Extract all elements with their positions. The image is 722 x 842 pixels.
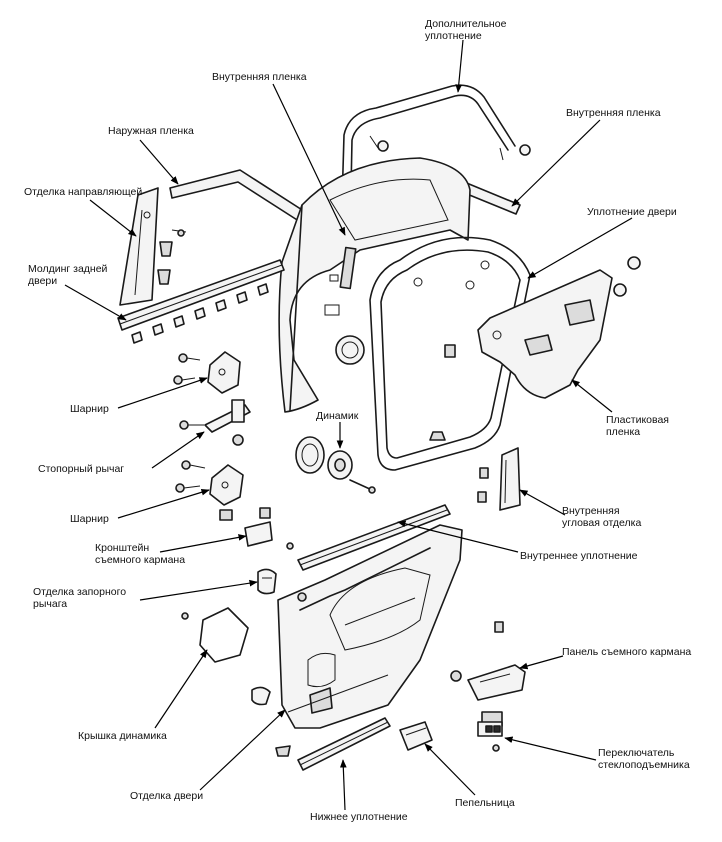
window-switch-part [477,711,503,752]
grommet-icon [613,283,627,297]
label-door-trim: Отделка двери [130,790,203,802]
label-hinge-lower: Шарнир [70,513,109,525]
label-additional-seal-line1: Дополнительное [425,18,507,30]
label-inner-film-top: Внутренняя пленка [212,71,307,83]
bolt-icon [181,460,191,470]
stop-lever-part [179,399,251,446]
lower-seal-part [275,717,391,771]
label-lower-seal: Нижнее уплотнение [310,811,408,823]
screw-icon [368,486,376,494]
label-outer-film: Наружная пленка [108,125,194,137]
door-shell-part [278,157,471,413]
screw-icon [450,670,462,682]
screw-icon [177,229,185,237]
label-window-switch-line2: стеклоподъемника [598,759,690,771]
speaker-cover-part [181,607,249,663]
label-lock-lever-trim-line2: рычага [33,598,67,610]
lock-lever-trim-part [257,568,277,595]
grommet-icon [627,256,641,270]
label-rear-molding-line1: Молдинг задней [28,263,108,275]
bolt-icon [179,420,189,430]
label-plastic-film-line2: пленка [606,426,640,438]
fastener-icon [444,344,456,358]
label-speaker-cover: Крышка динамика [78,730,167,742]
outer-film-part [169,169,311,226]
label-hinge-upper: Шарнир [70,403,109,415]
clip-icon [519,144,531,156]
leader-lines [64,39,633,811]
bolt-icon [175,483,185,493]
label-lock-lever-trim-line1: Отделка запорного [33,586,126,598]
label-speaker: Динамик [316,410,359,422]
label-additional-seal-line2: уплотнение [425,30,482,42]
inner-seal-part [297,504,451,571]
label-inner-corner-trim-line1: Внутренняя [562,505,620,517]
bolt-icon [178,353,188,363]
label-door-seal: Уплотнение двери [587,206,677,218]
upper-hinge-part [173,351,241,394]
plastic-film-part [477,256,641,399]
bolt-icon [173,375,183,385]
label-inner-seal: Внутреннее уплотнение [520,550,638,562]
label-ashtray: Пепельница [455,797,515,809]
additional-seal-part [340,84,531,241]
label-pocket-bracket-line1: Кронштейн [95,542,149,554]
guide-trim-part [119,187,187,306]
label-stop-lever: Стопорный рычаг [38,463,124,475]
pocket-panel-part [450,621,526,701]
label-window-switch-line1: Переключатель [598,747,675,759]
label-guide-trim: Отделка направляющей [24,186,142,198]
rear-molding-part [117,259,285,344]
trim-clip-part [251,686,271,706]
door-seal-part [369,236,531,471]
label-inner-film-right: Внутренняя пленка [566,107,661,119]
screw-icon [181,612,189,620]
fastener-icon [429,431,446,441]
pocket-bracket-part [219,507,294,550]
screw-icon [286,542,294,550]
label-inner-corner-trim-line2: угловая отделка [562,517,641,529]
label-rear-molding-line2: двери [28,275,57,287]
clip-icon [377,140,389,152]
lower-hinge-part [175,460,244,506]
door-trim-part [277,524,463,729]
speaker-part [295,436,376,494]
callout-labels: Дополнительное уплотнение Внутренняя пле… [24,18,691,823]
label-plastic-film-line1: Пластиковая [606,414,669,426]
ashtray-part [399,721,433,751]
inner-corner-trim-part [477,447,521,511]
label-pocket-panel: Панель съемного кармана [562,646,691,658]
label-pocket-bracket-line2: съемного кармана [95,554,185,566]
